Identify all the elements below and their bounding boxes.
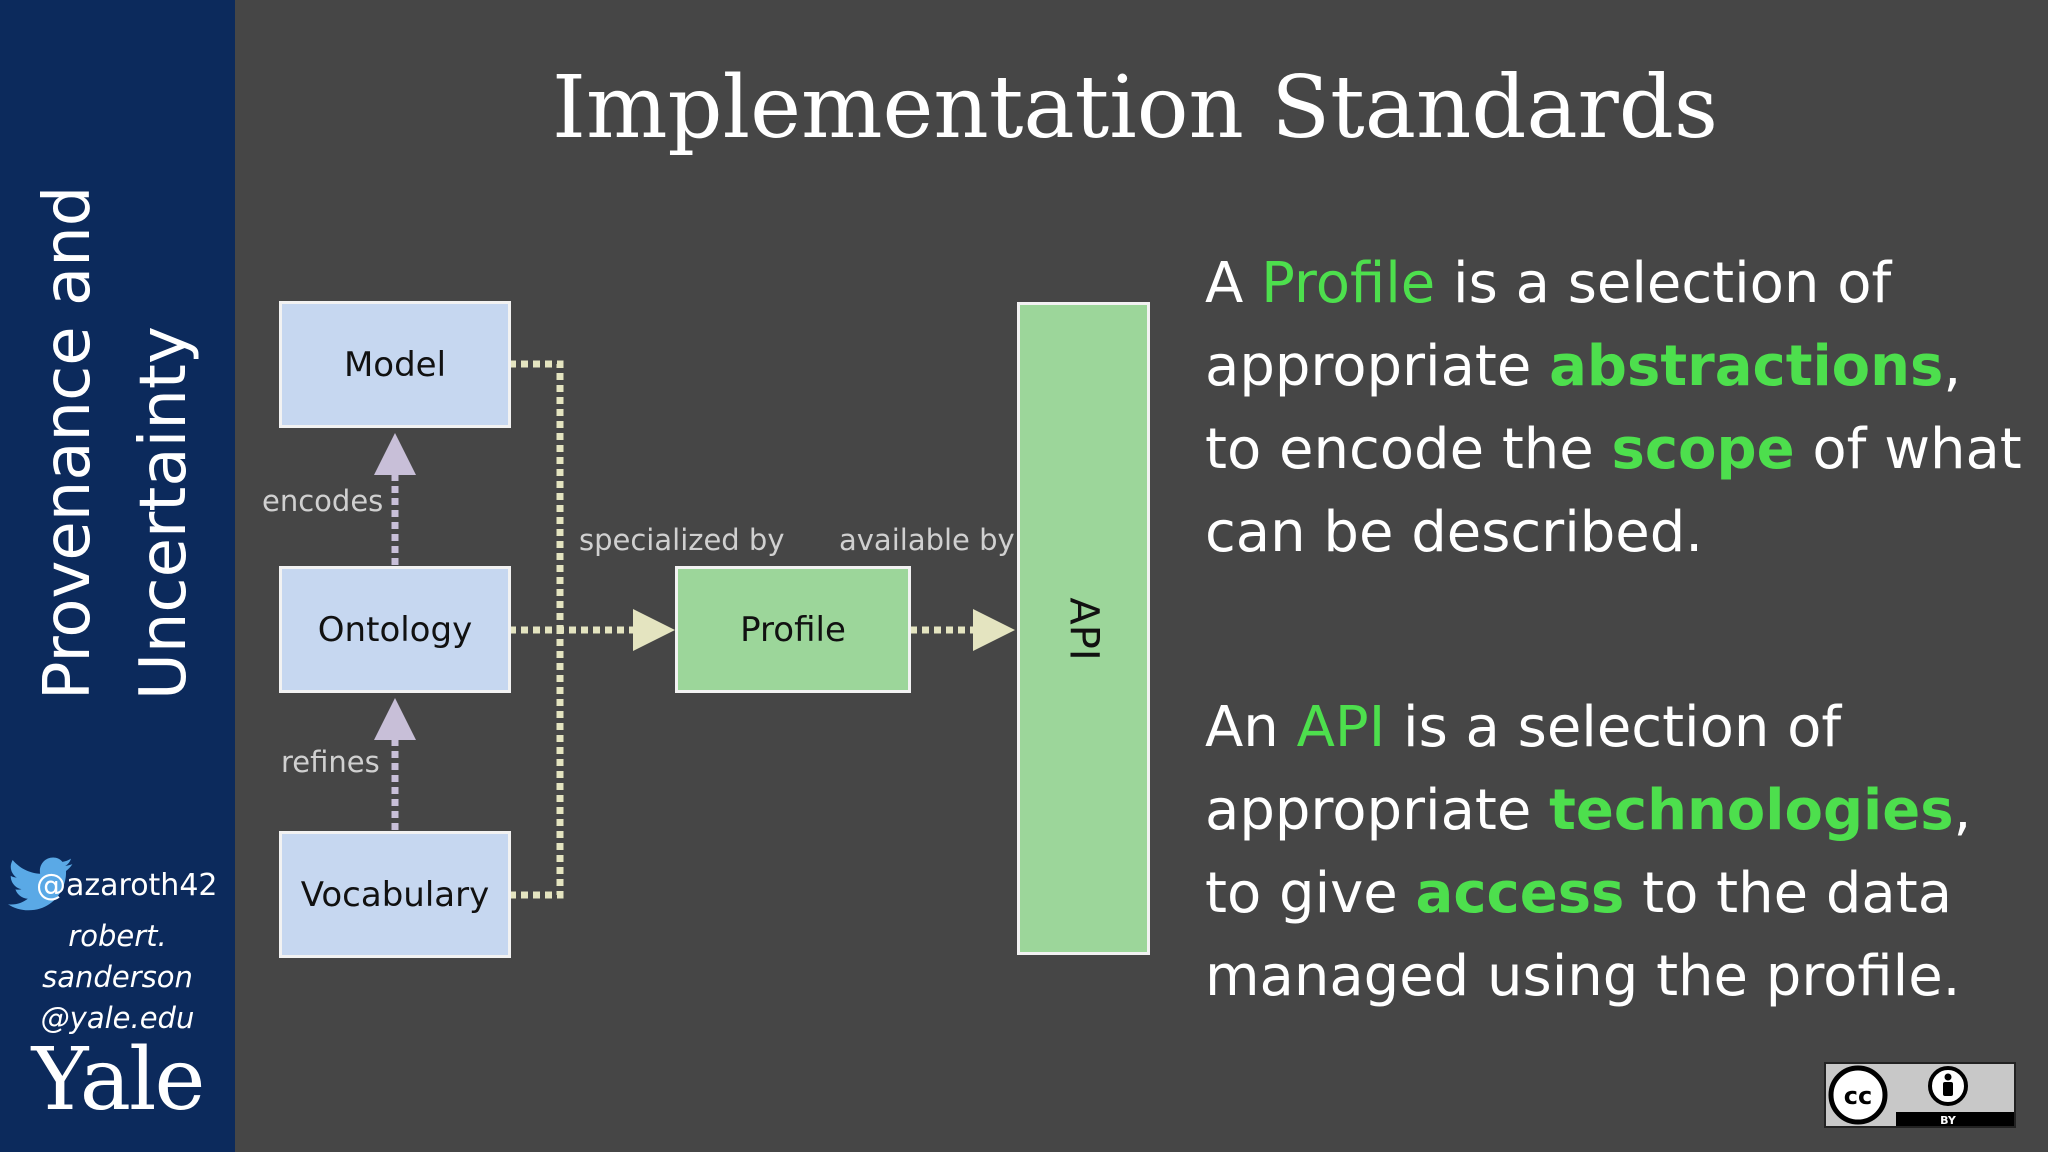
ontology-label: Ontology: [317, 609, 473, 650]
profile-def-text-2: is a selection of appropriate: [1205, 251, 1892, 399]
api-def-term: API: [1296, 695, 1386, 760]
model-box: Model: [279, 301, 511, 428]
profile-def-scope: scope: [1611, 417, 1795, 482]
email-line1: robert.: [68, 919, 167, 953]
specialized-by-label: specialized by: [579, 523, 785, 557]
profile-def-term: Profile: [1261, 251, 1436, 316]
cc-icon: cc: [1828, 1065, 1888, 1125]
profile-definition: A Profile is a selection of appropriate …: [1205, 242, 2025, 574]
encodes-label: encodes: [262, 484, 384, 518]
vocabulary-label: Vocabulary: [300, 874, 490, 915]
api-def-technologies: technologies: [1549, 778, 1954, 843]
vocabulary-connector: [509, 630, 564, 899]
profile-def-text-1: A: [1205, 251, 1262, 316]
api-def-text-4: to the data managed using the profile.: [1205, 861, 1961, 1009]
by-text: BY: [1940, 1114, 1957, 1126]
vocabulary-box: Vocabulary: [279, 831, 511, 958]
profile-def-text-4: of what can be described.: [1205, 417, 2022, 565]
profile-label: Profile: [740, 609, 846, 650]
email: robert. sanderson @yale.edu: [0, 916, 235, 1039]
cc-text: cc: [1844, 1082, 1872, 1110]
api-def-access: access: [1415, 861, 1625, 926]
sidebar: Provenance and Uncertainty @azaroth42 ro…: [0, 0, 235, 1152]
profile-def-text-3: , to encode the: [1205, 334, 1962, 482]
refines-label: refines: [281, 745, 380, 779]
available-by-label: available by: [839, 523, 1015, 557]
api-def-text-2: is a selection of appropriate: [1205, 695, 1842, 843]
attribution-icon: [1928, 1066, 1968, 1106]
api-definition: An API is a selection of appropriate tec…: [1205, 686, 2025, 1018]
profile-def-abstractions: abstractions: [1549, 334, 1944, 399]
twitter-icon: [8, 857, 73, 911]
profile-box: Profile: [675, 566, 911, 693]
twitter-handle: @azaroth42: [36, 868, 218, 903]
model-label: Model: [343, 344, 447, 385]
cc-by-graphic: cc BY: [1826, 1064, 2014, 1127]
api-def-text-1: An: [1205, 695, 1297, 760]
email-line2: sanderson: [42, 960, 193, 994]
ontology-box: Ontology: [279, 566, 511, 693]
api-label: API: [1060, 596, 1107, 661]
email-line3: @yale.edu: [40, 1001, 195, 1035]
slide-title: Implementation Standards: [552, 58, 1718, 158]
cc-license-badge: cc BY: [1824, 1062, 2016, 1128]
model-connector: [509, 360, 564, 630]
api-box: API: [1017, 302, 1150, 955]
yale-logo: Yale: [31, 1030, 206, 1130]
api-def-text-3: , to give: [1205, 778, 1972, 926]
